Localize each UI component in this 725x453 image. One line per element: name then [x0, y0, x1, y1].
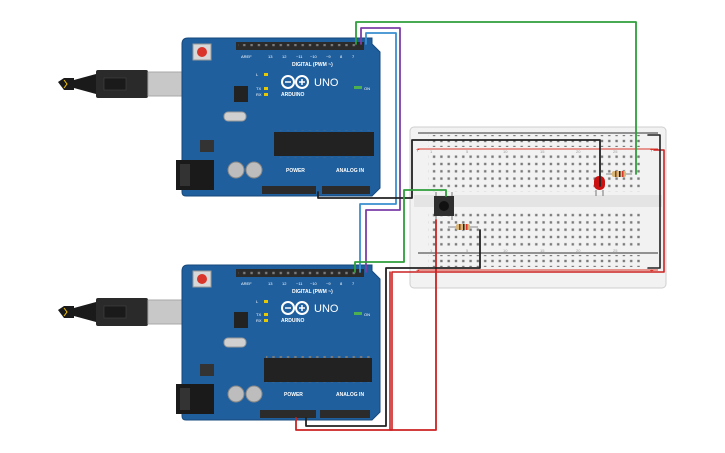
- analog-label: ANALOG IN: [336, 392, 364, 398]
- svg-text:13: 13: [268, 54, 273, 59]
- svg-text:10: 10: [503, 149, 508, 154]
- power-jack-icon: [176, 160, 214, 190]
- brand-label: ARDUINO: [281, 92, 304, 98]
- svg-text:~10: ~10: [310, 54, 318, 59]
- l-label: L: [256, 299, 259, 304]
- svg-text:5: 5: [466, 149, 469, 154]
- svg-text:15: 15: [540, 248, 545, 253]
- analog-label: ANALOG IN: [336, 168, 364, 174]
- wire-red-bottom[interactable]: [295, 219, 437, 431]
- resistor-icon[interactable]: [448, 224, 478, 230]
- rx-label: RX: [256, 318, 262, 323]
- svg-text:5: 5: [466, 248, 469, 253]
- svg-text:8: 8: [340, 54, 343, 59]
- reset-button-icon[interactable]: [192, 270, 212, 288]
- wire-blue-top[interactable]: [359, 32, 397, 273]
- tx-label: TX: [256, 312, 261, 317]
- svg-text:8: 8: [340, 281, 343, 286]
- svg-text:13: 13: [268, 281, 273, 286]
- usb-cable-icon[interactable]: [58, 298, 187, 326]
- wire-purple-top[interactable]: [360, 27, 401, 273]
- svg-text:25: 25: [613, 248, 618, 253]
- tx-label: TX: [256, 86, 261, 91]
- pushbutton-icon[interactable]: [434, 192, 454, 220]
- brand-label: ARDUINO: [281, 318, 304, 324]
- on-label: ON: [364, 312, 370, 317]
- wire-black-rail[interactable]: [647, 134, 661, 269]
- wire-red-rail[interactable]: [389, 149, 665, 431]
- usb-cable-icon[interactable]: [58, 70, 187, 98]
- svg-text:20: 20: [576, 248, 581, 253]
- power-jack-icon: [176, 384, 214, 414]
- resistor-icon[interactable]: [606, 171, 632, 177]
- on-label: ON: [364, 86, 370, 91]
- svg-text:12: 12: [282, 54, 287, 59]
- svg-text:1: 1: [430, 248, 433, 253]
- svg-text:~9: ~9: [326, 54, 331, 59]
- wire-green-top[interactable]: [355, 21, 637, 175]
- svg-text:+: +: [650, 148, 654, 154]
- arduino-logo-icon: [281, 301, 309, 315]
- model-label: UNO: [314, 303, 339, 315]
- arduino-board-top[interactable]: DIGITAL (PWM ~) AREF 13 12 ~11 ~10 ~9 8 7 UNO…: [58, 37, 381, 197]
- svg-text:10: 10: [503, 248, 508, 253]
- l-label: L: [256, 72, 259, 77]
- wire-black-bottom[interactable]: [305, 229, 481, 427]
- svg-text:7: 7: [352, 281, 355, 286]
- rx-label: RX: [256, 92, 262, 97]
- wire-black-top[interactable]: [317, 139, 601, 199]
- reset-button-icon[interactable]: [192, 43, 212, 61]
- svg-text:~9: ~9: [326, 281, 331, 286]
- svg-text:~11: ~11: [296, 281, 303, 286]
- power-label: POWER: [286, 168, 305, 174]
- svg-text:~10: ~10: [310, 281, 318, 286]
- svg-text:7: 7: [352, 54, 355, 59]
- svg-text:25: 25: [613, 149, 618, 154]
- arduino-logo-icon: [281, 75, 309, 89]
- svg-text:AREF: AREF: [241, 281, 252, 286]
- model-label: UNO: [314, 77, 339, 89]
- digital-label: DIGITAL (PWM ~): [292, 289, 333, 295]
- digital-label: DIGITAL (PWM ~): [292, 62, 333, 68]
- wire-green-bottom[interactable]: [354, 189, 447, 273]
- power-label: POWER: [284, 392, 303, 398]
- wires[interactable]: [295, 21, 665, 431]
- arduino-board-bottom[interactable]: DIGITAL (PWM ~) AREF 13 12 ~11 ~10 ~9 8 7 UNO…: [58, 264, 381, 421]
- svg-text:12: 12: [282, 281, 287, 286]
- svg-text:~11: ~11: [296, 54, 303, 59]
- svg-text:AREF: AREF: [241, 54, 252, 59]
- svg-text:20: 20: [576, 149, 581, 154]
- svg-text:1: 1: [430, 149, 433, 154]
- svg-text:+: +: [416, 148, 420, 154]
- svg-text:15: 15: [540, 149, 545, 154]
